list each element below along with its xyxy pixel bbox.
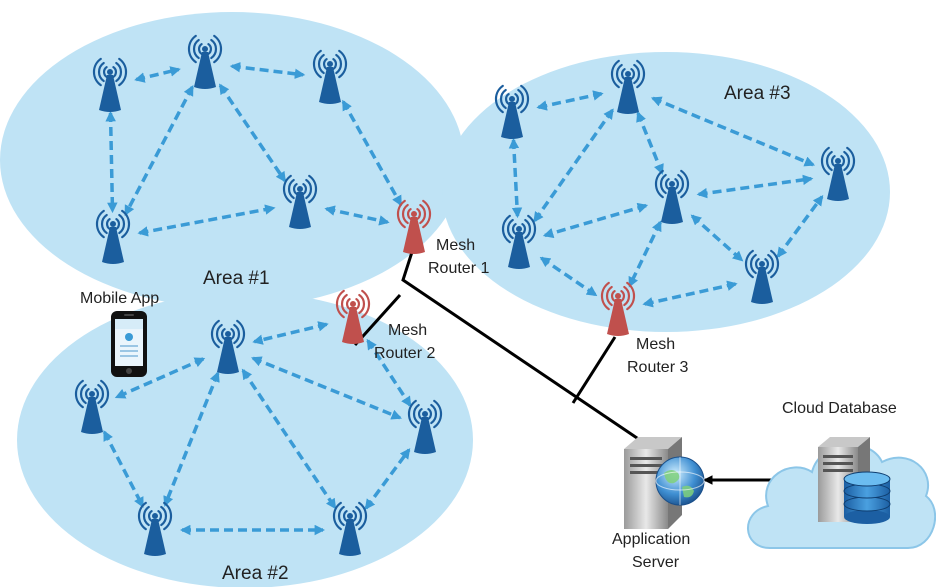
application-server-icon <box>624 437 705 529</box>
wireless-link-n1d-r1 <box>324 205 390 226</box>
wireless-link-n2a-n2b <box>114 357 206 399</box>
wireless-link-n1b-n1c <box>229 61 306 80</box>
wireless-link-n3f-n3c <box>776 195 824 258</box>
router-1-label-line2: Router 1 <box>428 260 489 277</box>
mobile-app-label: Mobile App <box>80 290 159 307</box>
wireless-links <box>102 61 824 536</box>
wireless-link-n1b-n1d <box>218 83 287 183</box>
wireless-node-icon <box>332 501 368 556</box>
wireless-link-n2e-n2c <box>364 448 411 510</box>
wireless-link-n2a-n2c <box>251 356 402 420</box>
area-3-label: Area #3 <box>724 83 791 104</box>
text-labels: Area #1 Area #2 Area #3 Mobile App Mesh … <box>80 83 897 584</box>
wireless-node-icon <box>137 501 173 556</box>
wireless-node-icon <box>282 174 318 229</box>
wireless-node-icon <box>820 146 856 201</box>
wireless-node-icon <box>92 57 128 112</box>
wireless-node-icon <box>210 319 246 374</box>
router-3-label-line2: Router 3 <box>627 359 688 376</box>
mesh-router-icon <box>335 289 371 344</box>
mobile-phone-icon <box>111 311 147 377</box>
wireless-link-n1b-n1e <box>124 85 194 216</box>
area-1-zone <box>0 12 464 308</box>
wireless-link-n3f-r3 <box>642 280 738 308</box>
router-1-label-line1: Mesh <box>436 237 475 254</box>
wireless-link-n3b-n3e <box>533 108 614 223</box>
wireless-link-n3d-n3f <box>690 214 744 262</box>
wireless-node-icon <box>654 169 690 224</box>
router-2-label-line2: Router 2 <box>374 345 435 362</box>
wireless-link-n1a-n1b <box>134 66 181 83</box>
wireless-link-n3b-n3d <box>636 111 664 175</box>
wireless-link-n1a-n1e <box>105 110 118 214</box>
wireless-link-n3d-r3 <box>628 220 662 288</box>
app-server-label-line1: Application <box>612 531 690 548</box>
wireless-node-icon <box>95 209 131 264</box>
wire-router3 <box>571 336 617 404</box>
wireless-link-r2-n2c <box>366 338 412 408</box>
mesh-router-icon <box>396 199 432 254</box>
wireless-link-n3a-n3b <box>536 90 604 111</box>
router-2-label-line1: Mesh <box>388 322 427 339</box>
wireless-link-n3d-n3e <box>542 202 649 239</box>
wireless-link-n3a-n3e <box>508 137 523 219</box>
database-icon <box>818 437 891 524</box>
wireless-node-icon <box>312 49 348 104</box>
router-3-label-line1: Mesh <box>636 336 675 353</box>
wireless-link-n3e-r3 <box>539 256 598 297</box>
cloud-database-label: Cloud Database <box>782 400 897 417</box>
wireless-node-icon <box>187 34 223 89</box>
wireless-link-r2-n2a <box>252 321 329 345</box>
wireless-node-icon <box>74 379 110 434</box>
wireless-node-icon <box>610 59 646 114</box>
wire-router1 <box>401 251 641 442</box>
wireless-link-n3d-n3c <box>696 174 814 199</box>
wireless-link-n1c-r1 <box>341 99 403 207</box>
wireless-link-n1e-n1d <box>137 204 276 237</box>
area-2-label: Area #2 <box>222 563 289 584</box>
mesh-nodes <box>74 34 856 556</box>
wireless-node-icon <box>407 399 443 454</box>
wireless-node-icon <box>494 84 530 139</box>
wireless-node-icon <box>744 249 780 304</box>
wireless-link-n2a-n2d <box>163 371 220 507</box>
wireless-link-n3b-n3c <box>650 96 816 167</box>
mesh-router-icon <box>600 281 636 336</box>
app-server-label-line2: Server <box>632 554 680 571</box>
wireless-node-icon <box>501 214 537 269</box>
area-1-label: Area #1 <box>203 268 270 289</box>
